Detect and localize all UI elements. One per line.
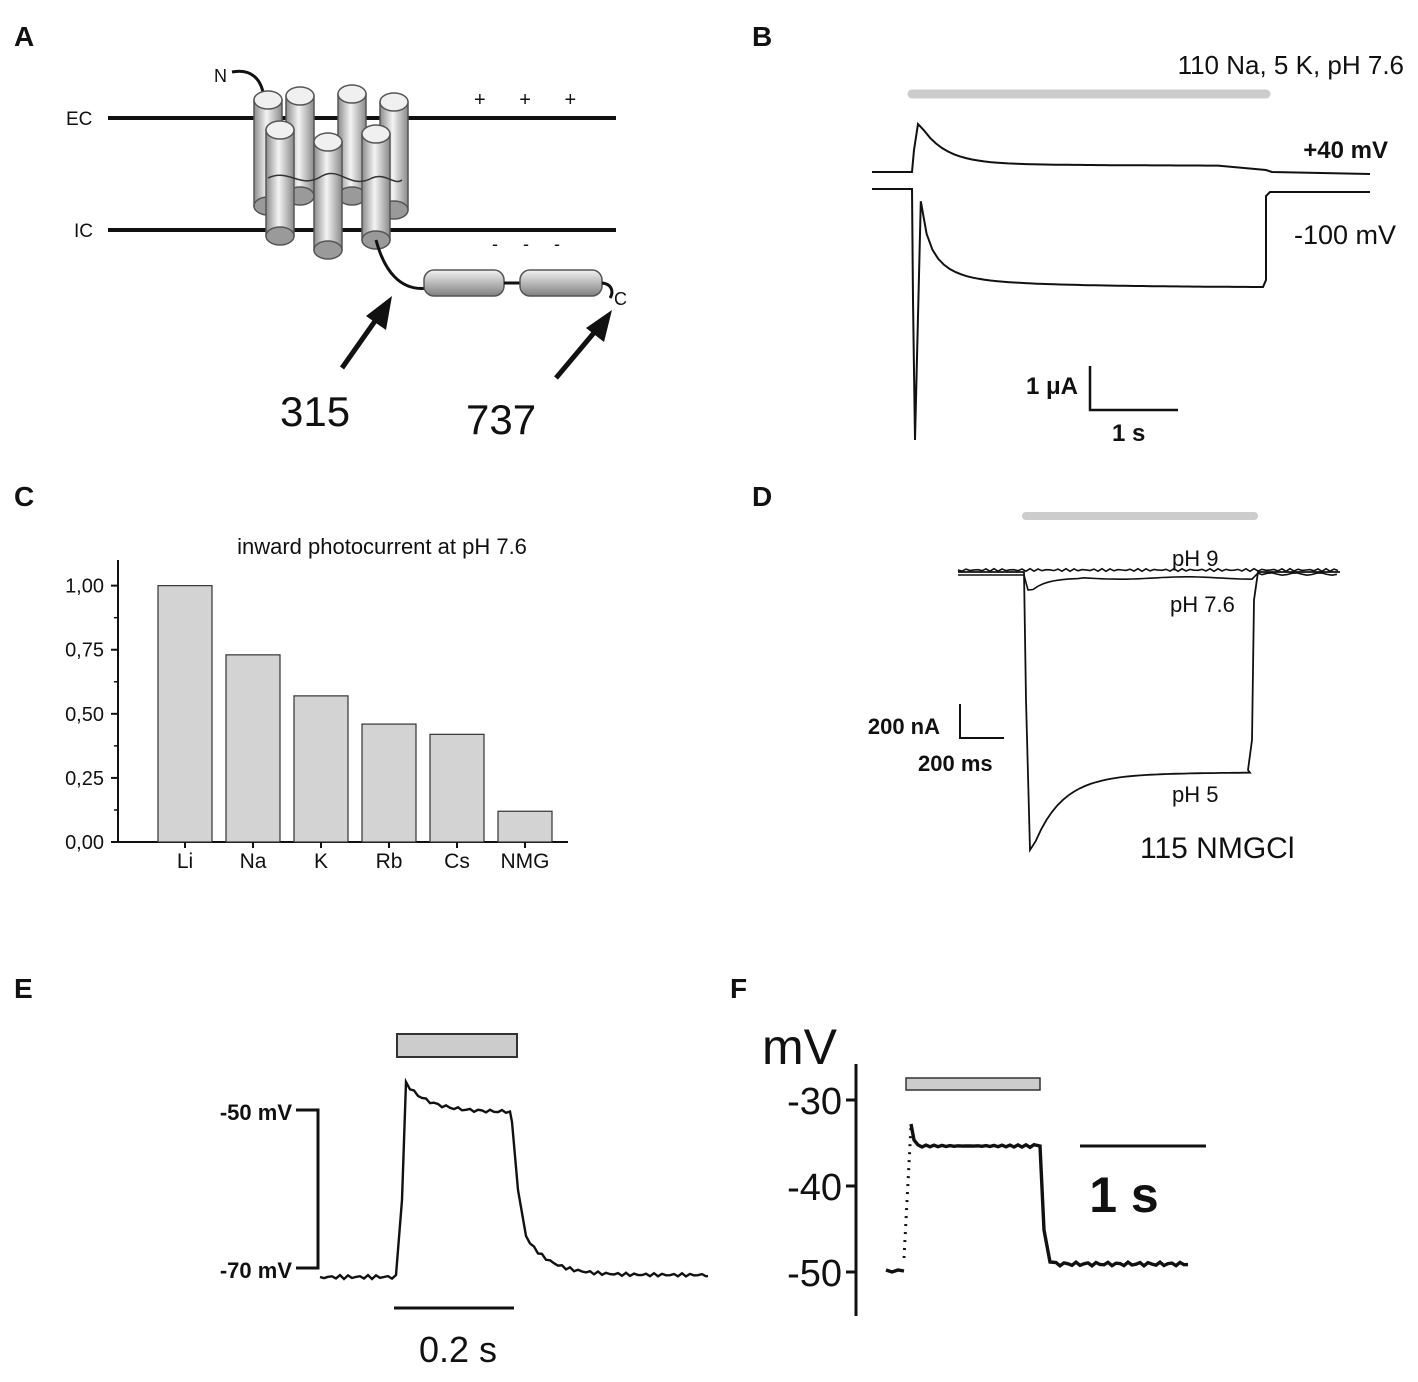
- panel-b-scale-y: 1 μA: [1026, 373, 1078, 400]
- chart-x-tick-label: Rb: [376, 850, 403, 873]
- c-terminus-tail: [601, 281, 614, 299]
- panel-f-y-tick-label: -40: [787, 1167, 842, 1209]
- panel-b-scale-x: 1 s: [1112, 420, 1145, 447]
- trace-ph76-label: pH 7.6: [1170, 592, 1235, 617]
- panel-d-label: D: [752, 481, 772, 512]
- chart-x-tick-label: Cs: [444, 850, 470, 873]
- ec-label: EC: [66, 109, 92, 130]
- chart-bar: [361, 723, 417, 843]
- trace-minus100mv-label: -100 mV: [1294, 220, 1396, 250]
- trace-ph5: [958, 571, 1340, 853]
- panel-d-condition: 115 NMGCl: [1140, 832, 1294, 865]
- panel-f-y-tick-label: -30: [787, 1081, 842, 1123]
- trace-f-dotted-rise: [902, 1125, 913, 1259]
- chart-bar: [157, 585, 213, 843]
- trace-ph5-label: pH 5: [1172, 782, 1218, 807]
- trace-ph9: [957, 567, 1339, 573]
- chart-y-tick-label: 0,00: [65, 832, 104, 854]
- c-terminal-helix-2: [519, 269, 603, 297]
- arrow-737-head: [586, 310, 612, 342]
- panel-d-scale-y: 200 nA: [868, 714, 940, 739]
- helix-cylinder: [313, 132, 343, 260]
- panel-c: C inward photocurrent at pH 7.6 0,00 0,25…: [14, 481, 568, 873]
- chart-title: inward photocurrent at pH 7.6: [237, 534, 527, 559]
- chart-y-tick-label: 0,75: [65, 640, 104, 662]
- chart-y-tick-label: 0,50: [65, 704, 104, 726]
- chart-bar: [225, 654, 281, 843]
- panel-e-y-bottom: -70 mV: [220, 1258, 292, 1283]
- trace-plus40mv: [872, 121, 1371, 175]
- panel-b: B 110 Na, 5 K, pH 7.6 +40 mV -100 mV 1 μ…: [752, 21, 1404, 447]
- panel-f-light-bar: [905, 1077, 1041, 1091]
- minus-signs: - - -: [492, 234, 570, 254]
- c-terminal-helix-1: [423, 269, 505, 297]
- panel-e-label: E: [14, 973, 33, 1004]
- panel-b-label: B: [752, 21, 772, 52]
- chart-x-tick-label: Na: [240, 850, 267, 873]
- chart-bar: [497, 810, 553, 843]
- panel-d: D pH 9 pH 7.6 pH 5 200 nA 200 ms 115 NMG…: [752, 481, 1340, 865]
- panel-d-scale-x: 200 ms: [918, 751, 993, 776]
- c-terminal-linker: [374, 239, 429, 290]
- chart-x-tick-label: NMG: [501, 850, 550, 873]
- arrow-737-shaft: [554, 326, 600, 380]
- panel-a-label: A: [14, 21, 34, 52]
- trace-ph9-label: pH 9: [1172, 546, 1218, 571]
- arrow-315-head: [366, 296, 392, 330]
- chart-bar: [293, 695, 349, 843]
- n-terminus-label: N: [214, 66, 227, 86]
- retinal-chain: [267, 172, 403, 183]
- arrow-315-shaft: [339, 312, 383, 370]
- c-terminus-label: C: [614, 289, 627, 309]
- panel-a: A EC IC + + + - - - N C 315 737: [14, 21, 627, 443]
- panel-f-scale-x: 1 s: [1089, 1167, 1159, 1223]
- chart-x-tick-label: K: [314, 850, 328, 873]
- panel-f-y-ticks: -30 -40 -50: [787, 1081, 856, 1295]
- panel-e: E -50 mV -70 mV 0.2 s: [14, 973, 709, 1370]
- panel-b-scale-bar: [1088, 366, 1178, 412]
- chart-y-tick-label: 1,00: [65, 576, 104, 598]
- chart-bar: [429, 733, 485, 843]
- panel-f-y-tick-label: -50: [787, 1253, 842, 1295]
- transmembrane-helices: [253, 84, 409, 260]
- chart-x-tick-label: Li: [177, 850, 193, 873]
- panel-e-scale-x: 0.2 s: [419, 1329, 497, 1370]
- helix-cylinder: [361, 124, 391, 250]
- trace-minus100mv: [872, 188, 1370, 441]
- ic-label: IC: [74, 221, 93, 242]
- panel-e-y-top: -50 mV: [220, 1100, 292, 1125]
- trace-membrane-potential-e: [319, 1077, 709, 1281]
- panel-e-y-axis: [296, 1108, 320, 1270]
- residue-315-label: 315: [280, 388, 350, 435]
- panel-f-label: F: [730, 973, 747, 1004]
- chart-y-tick-label: 0,25: [65, 768, 104, 790]
- plus-signs: + + +: [474, 89, 590, 111]
- helix-cylinder: [265, 120, 295, 246]
- panel-e-light-bar: [396, 1033, 518, 1058]
- panel-d-scale-bar: [959, 704, 1004, 739]
- panel-c-label: C: [14, 481, 34, 512]
- trace-membrane-potential-f: [885, 1123, 1189, 1274]
- trace-plus40mv-label: +40 mV: [1303, 137, 1388, 164]
- residue-737-label: 737: [466, 396, 536, 443]
- panel-f-unit: mV: [762, 1019, 838, 1075]
- panel-b-condition: 110 Na, 5 K, pH 7.6: [1178, 50, 1404, 80]
- trace-ph76: [958, 572, 1338, 591]
- panel-f: F mV -30 -40 -50 1 s: [730, 973, 1206, 1316]
